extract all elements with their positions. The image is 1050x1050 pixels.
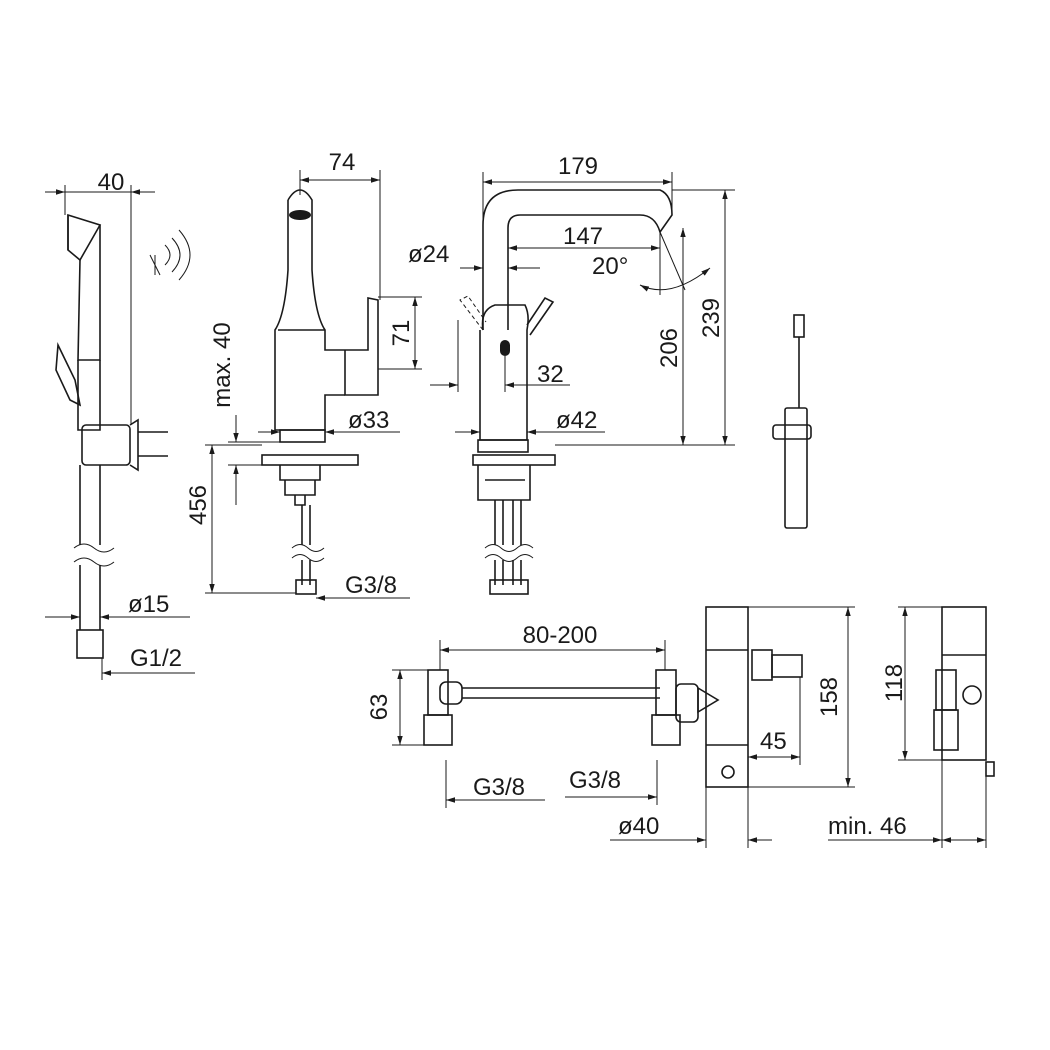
label-32: 32 — [537, 361, 564, 388]
label-g12: G1/2 — [130, 645, 182, 672]
label-71: 71 — [388, 320, 415, 347]
dim-spout-reach: 179 — [482, 153, 673, 225]
label-o15: ø15 — [128, 591, 169, 618]
dim-min-depth: min. 46 — [828, 760, 987, 848]
dim-hose-diameter: ø15 — [45, 591, 190, 620]
dim-valve-height: 63 — [366, 669, 428, 746]
label-o40: ø40 — [618, 813, 659, 840]
angle-valves-drawing — [423, 606, 995, 788]
dim-valve-distance: 80-200 — [439, 622, 666, 670]
label-147: 147 — [563, 223, 603, 250]
dim-base-side: ø33 — [258, 407, 400, 435]
label-63: 63 — [366, 694, 393, 721]
faucet-front-view — [459, 189, 673, 595]
dim-hose-connection: G1/2 — [101, 645, 195, 680]
dim-spout-projection: 147 — [507, 223, 660, 255]
dim-spout-angle: 20° — [592, 231, 711, 295]
label-o33: ø33 — [348, 407, 389, 434]
dim-total-height: 239 — [672, 189, 735, 445]
dim-box-offset: 45 — [748, 677, 801, 765]
dim-max-deck: max. 40 — [209, 322, 280, 505]
label-max40: max. 40 — [209, 322, 236, 407]
label-min46: min. 46 — [828, 813, 907, 840]
dim-faucet-connection: G3/8 — [316, 572, 410, 601]
faucet-side-view — [261, 189, 379, 595]
label-g38-faucet: G3/8 — [345, 572, 397, 599]
dim-valve-left-thread: G3/8 — [445, 760, 545, 808]
dim-box-height: 158 — [748, 606, 855, 788]
label-80-200: 80-200 — [523, 622, 598, 649]
label-206: 206 — [656, 328, 683, 368]
dim-base-front: ø42 — [455, 407, 605, 435]
label-g38-right: G3/8 — [569, 767, 621, 794]
dim-sensor-offset: 32 — [430, 320, 570, 392]
label-239: 239 — [698, 298, 725, 338]
control-unit-drawing — [772, 314, 812, 529]
label-456: 456 — [185, 485, 212, 525]
label-179: 179 — [558, 153, 598, 180]
dim-hand-spray-width: 40 — [45, 169, 155, 425]
label-20deg: 20° — [592, 253, 628, 280]
label-45: 45 — [760, 728, 787, 755]
dim-hose-length: 456 — [185, 444, 296, 594]
dim-box-diameter: ø40 — [610, 787, 772, 848]
label-g38-left: G3/8 — [473, 774, 525, 801]
hand-spray-drawing — [55, 213, 191, 659]
dim-outlet-height: 206 — [555, 228, 735, 446]
label-74: 74 — [329, 149, 356, 176]
label-o42: ø42 — [556, 407, 597, 434]
dim-side-depth: 74 — [299, 149, 381, 300]
dim-valve-right-thread: G3/8 — [565, 760, 658, 805]
label-158: 158 — [816, 677, 843, 717]
label-40: 40 — [98, 169, 125, 196]
dim-side-height: 118 — [881, 606, 942, 761]
dim-sensor: ø24 — [408, 241, 540, 271]
label-118: 118 — [881, 664, 908, 702]
dim-lever-height: 71 — [378, 296, 422, 370]
label-o24: ø24 — [408, 241, 449, 268]
